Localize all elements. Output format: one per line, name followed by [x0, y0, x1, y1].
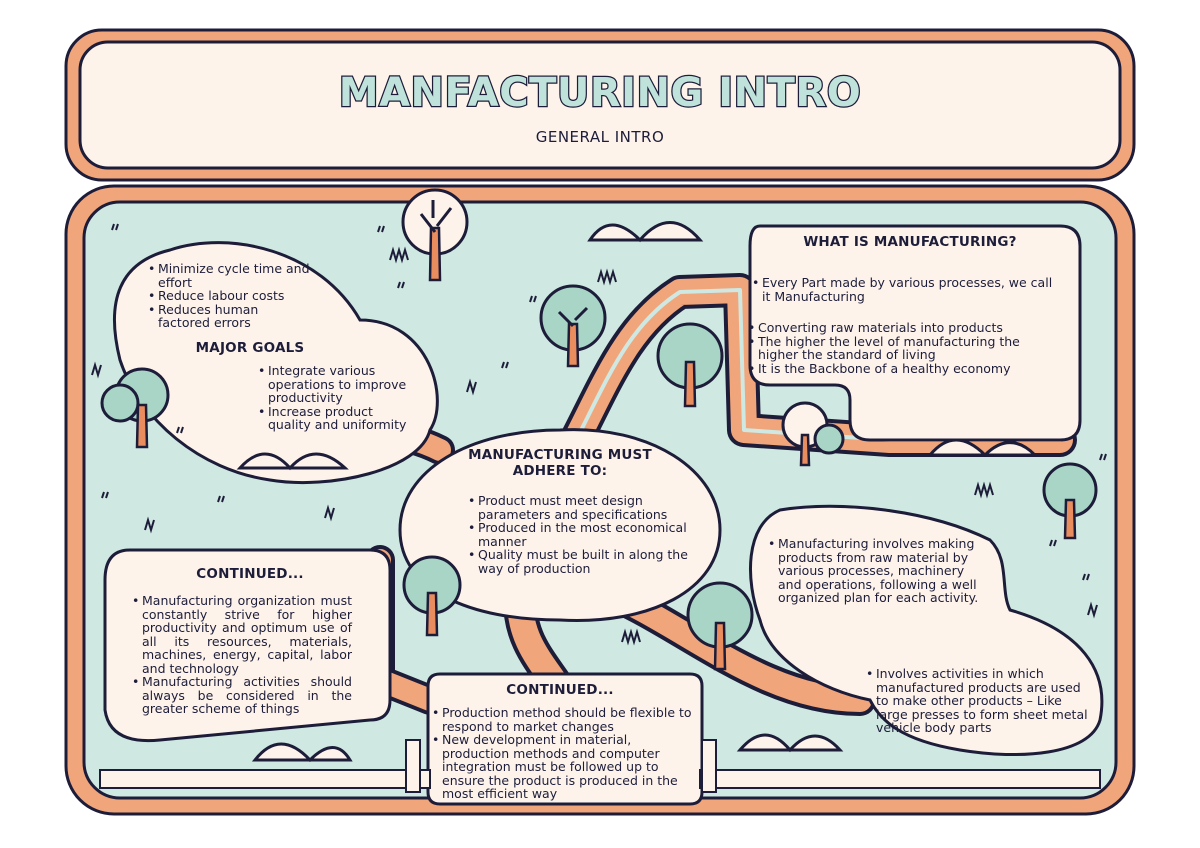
list-item: Involves activities in which manufacture…: [866, 667, 1096, 735]
involves-item-2: Involves activities in which manufacture…: [866, 667, 1096, 735]
major-goals-top-list: Minimize cycle time and effort Reduce la…: [148, 262, 313, 330]
list-item: Manufacturing organization must constant…: [132, 594, 352, 675]
list-item: Minimize cycle time and effort: [148, 262, 313, 289]
plant-marks: [101, 223, 1107, 581]
list-item: Manufacturing activities should always b…: [132, 675, 352, 716]
major-goals-heading: MAJOR GOALS: [195, 340, 305, 356]
page-subtitle: GENERAL INTRO: [535, 128, 665, 146]
list-item: Quality must be built in along the way o…: [468, 548, 693, 575]
what-is-list: Converting raw materials into products T…: [748, 321, 1058, 375]
continued-left-list: Manufacturing organization must constant…: [132, 594, 352, 716]
what-is-heading: WHAT IS MANUFACTURING?: [803, 234, 1017, 250]
list-item: Product must meet design parameters and …: [468, 494, 693, 521]
continued-bottom-list: Production method should be flexible to …: [432, 706, 694, 801]
tree-icon: [402, 555, 462, 637]
what-is-item-1: Every Part made by various processes, we…: [752, 276, 1062, 303]
tree-icon: [686, 581, 754, 671]
tree-icon: [656, 322, 724, 408]
continued-left-heading: CONTINUED...: [196, 566, 304, 582]
adhere-heading: MANUFACTURING MUST ADHERE TO:: [468, 447, 652, 479]
major-goals-bottom-list: Integrate various operations to improve …: [258, 364, 418, 432]
tree-icon: [401, 188, 469, 282]
tree-icon: [1042, 462, 1098, 540]
fence: [99, 739, 1101, 793]
bush-icon: [236, 221, 1039, 763]
list-item: Converting raw materials into products: [748, 321, 1058, 335]
list-item: Reduces human factored errors: [148, 302, 313, 330]
list-item: Produced in the most economical manner: [468, 521, 693, 548]
adhere-list: Product must meet design parameters and …: [468, 494, 693, 575]
list-item: It is the Backbone of a healthy economy: [748, 361, 1058, 376]
list-item: Production method should be flexible to …: [432, 706, 694, 733]
page-title: MANFACTURING INTRO: [338, 69, 862, 118]
grass-tufts: [91, 246, 1098, 646]
tree-icon: [539, 284, 607, 368]
list-item: Increase product quality and uniformity: [258, 404, 418, 432]
tree-icon: [781, 401, 845, 467]
list-item: Integrate various operations to improve …: [258, 364, 418, 405]
header-banner-inner: [78, 40, 1122, 170]
list-item: Reduce labour costs: [148, 289, 313, 303]
list-item: New development in material, production …: [432, 733, 694, 801]
continued-bottom-heading: CONTINUED...: [506, 682, 614, 698]
involves-item-1: Manufacturing involves making products f…: [768, 537, 988, 605]
list-item: Every Part made by various processes, we…: [752, 276, 1062, 303]
tree-icon: [100, 367, 170, 449]
list-item: The higher the level of manufacturing th…: [748, 334, 1058, 362]
list-item: Manufacturing involves making products f…: [768, 537, 988, 605]
